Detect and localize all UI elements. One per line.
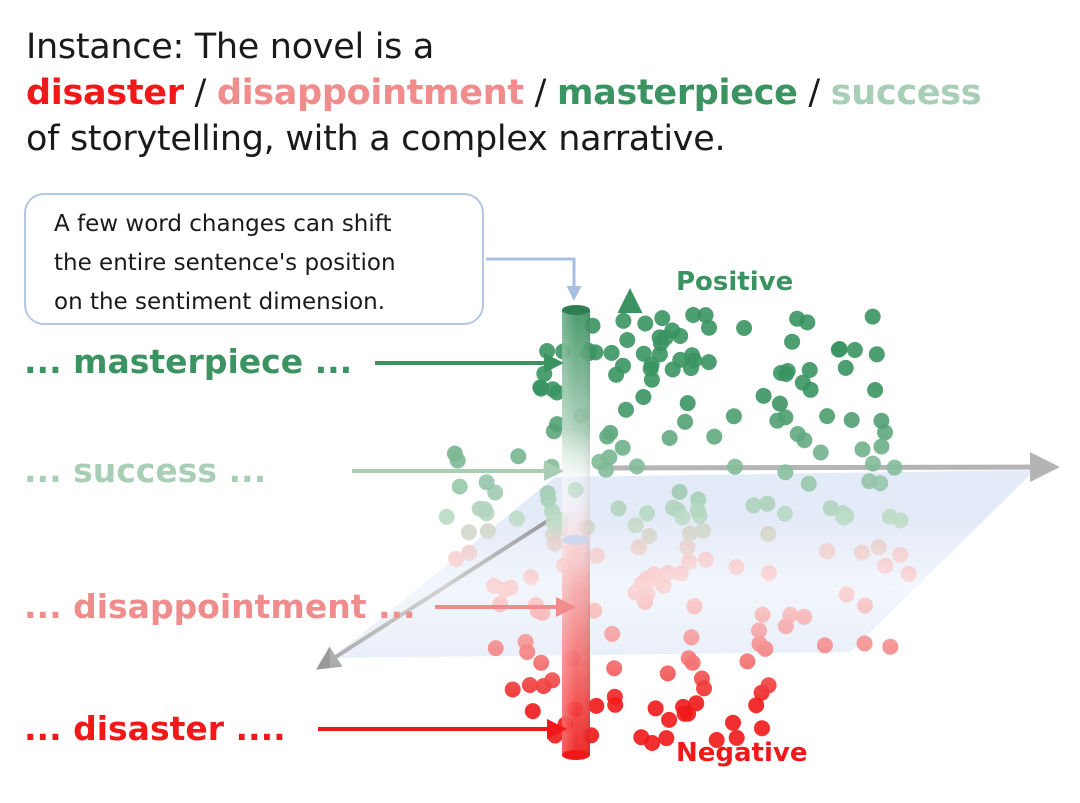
callout-line-2: the entire sentence's position — [54, 250, 396, 276]
label-disaster: ... disaster .... — [24, 709, 286, 748]
embedding-point — [658, 730, 675, 747]
word-masterpiece: masterpiece — [556, 73, 798, 113]
negative-label: Negative — [676, 738, 808, 768]
instance-sentence: Instance: The novel is a disaster / disa… — [26, 24, 982, 162]
fade-overlay — [330, 300, 1050, 700]
embedding-point — [725, 714, 741, 731]
sentence-prefix: Instance: The novel is a — [26, 27, 435, 67]
label-success: ... success ... — [24, 451, 267, 490]
positive-label: Positive — [676, 267, 794, 297]
label-masterpiece: ... masterpiece ... — [24, 342, 353, 381]
separator-2: / — [534, 73, 547, 113]
embedding-point — [661, 711, 678, 728]
sentence-line-3: of storytelling, with a complex narrativ… — [26, 116, 981, 162]
embedding-point — [524, 703, 541, 720]
callout-line-3: on the sentiment dimension. — [54, 289, 386, 315]
embedding-point — [708, 732, 725, 748]
embedding-point — [728, 729, 745, 746]
embedding-point — [680, 705, 697, 722]
embedding-point — [754, 720, 770, 737]
sentence-position-cylinder — [562, 305, 590, 760]
separator-1: / — [194, 73, 207, 113]
embedding-point — [748, 697, 765, 714]
sentence-line-2: disaster / disappointment / masterpiece … — [26, 70, 982, 116]
embedding-point — [633, 729, 650, 746]
embedding-point — [588, 697, 605, 714]
callout-line-1: A few word changes can shift — [54, 211, 392, 237]
sentence-line-1: Instance: The novel is a — [26, 24, 981, 70]
word-success: success — [830, 73, 982, 113]
embedding-point — [647, 700, 664, 717]
callout-box: A few word changes can shift the entire … — [24, 193, 484, 325]
separator-3: / — [808, 73, 820, 113]
label-disappointment: ... disappointment ... — [24, 587, 416, 626]
word-disaster: disaster — [26, 73, 184, 113]
callout-connector — [486, 257, 582, 301]
word-disappointment: disappointment — [216, 73, 524, 113]
sentence-suffix: of storytelling, with a complex narrativ… — [26, 119, 726, 159]
